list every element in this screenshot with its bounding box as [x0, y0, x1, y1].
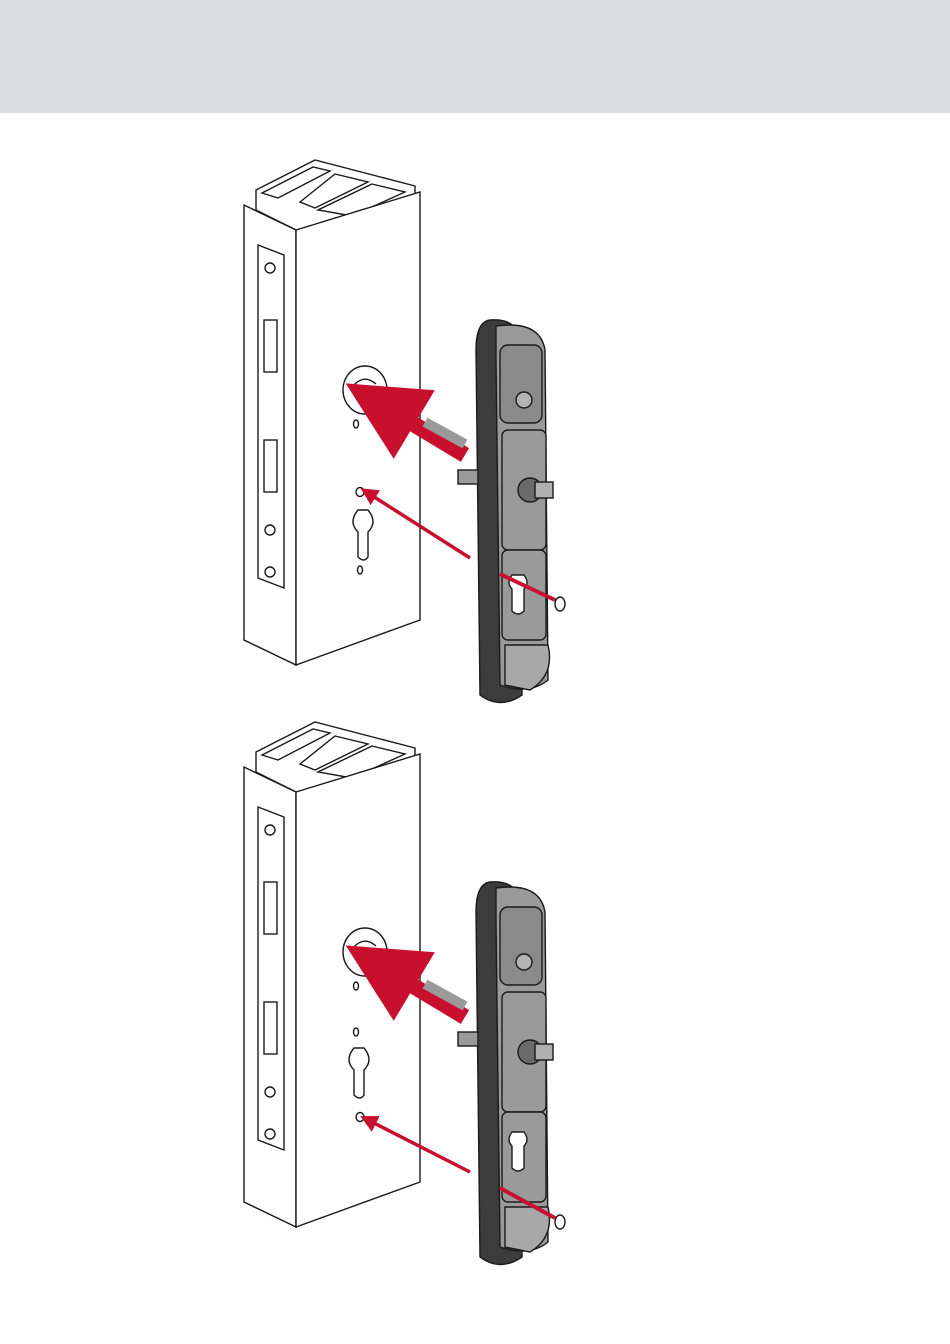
- handle-fitting-icon: [458, 320, 553, 703]
- installation-figure-step-2: [200, 712, 620, 1272]
- installation-diagram-1: [200, 150, 620, 710]
- installation-diagram-2: [200, 712, 620, 1272]
- installation-figure-step-1: [200, 150, 620, 710]
- header-band: [0, 0, 950, 113]
